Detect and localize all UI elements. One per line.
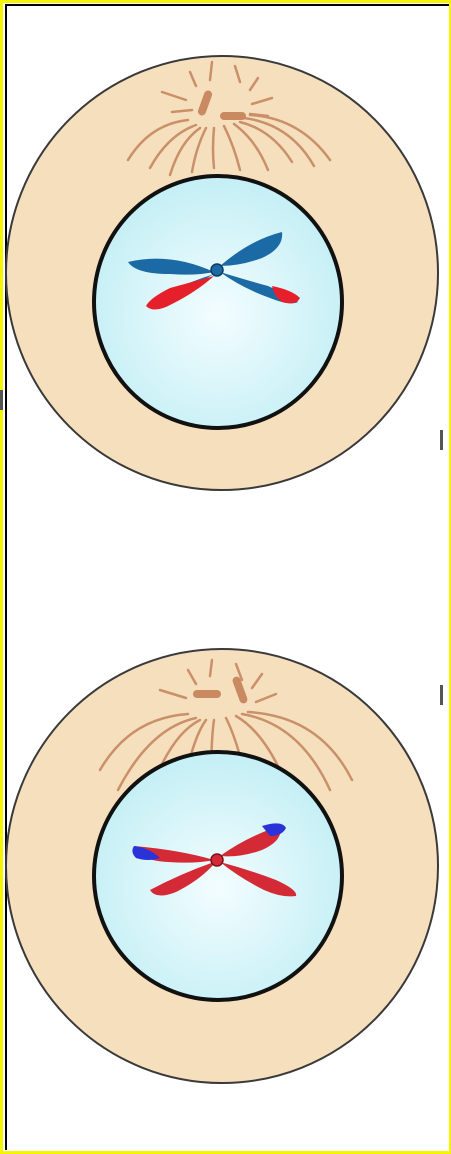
centromere-top [211, 264, 223, 276]
nucleus-bottom [94, 752, 342, 1000]
edge-mark-1 [440, 430, 443, 450]
edge-mark-3 [0, 390, 3, 410]
cell-bottom [6, 649, 438, 1083]
cell-top [6, 56, 438, 490]
edge-mark-2 [440, 685, 443, 705]
centromere-bottom [211, 854, 223, 866]
nucleus-top [94, 176, 342, 428]
